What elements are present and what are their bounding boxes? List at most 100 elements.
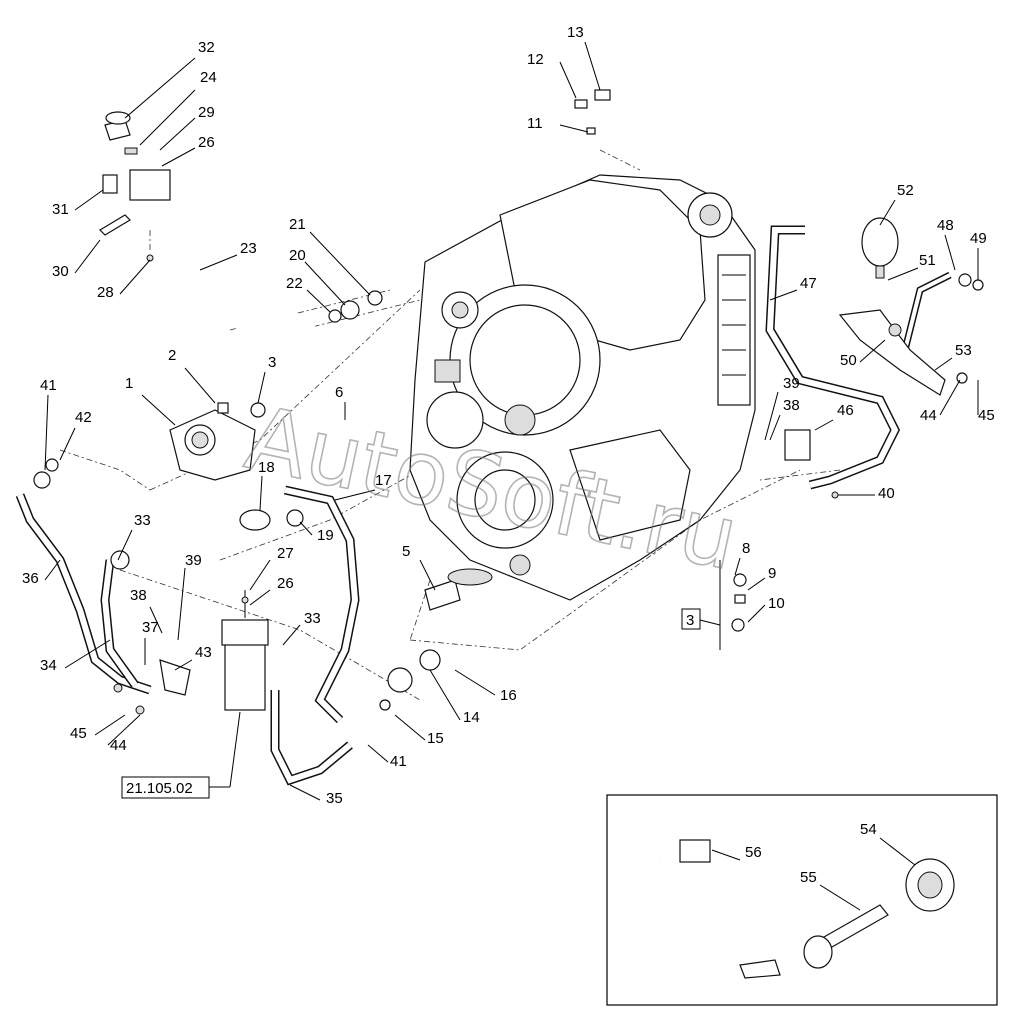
callout-c47: 47 [800, 275, 817, 292]
callout-c39b: 39 [783, 375, 800, 392]
leader-line-c23 [199, 254, 238, 271]
leader-line-c51 [887, 267, 919, 281]
callout-c50: 50 [840, 352, 857, 369]
callout-c35: 35 [326, 790, 343, 807]
callout-c14: 14 [463, 709, 480, 726]
leader-line-c54 [879, 837, 916, 866]
leader-line-c35 [289, 784, 321, 801]
pump-assembly [169, 402, 266, 481]
leader-line-c22 [306, 289, 331, 313]
callout-c18: 18 [258, 459, 275, 476]
leader-line-c44b [939, 379, 961, 416]
callout-c38a: 38 [130, 587, 147, 604]
leader-line-c41a [44, 394, 49, 471]
leader-line-c43 [174, 659, 193, 671]
dipstick-assembly [99, 111, 171, 262]
leader-line-c45a [94, 714, 126, 736]
leader-line-c18 [259, 475, 263, 511]
callout-c39a: 39 [185, 552, 202, 569]
leader-line-c13 [584, 41, 601, 91]
reference-box-label: 21.105.02 [126, 780, 193, 797]
transmission-housing [409, 174, 756, 601]
callout-c28: 28 [97, 284, 114, 301]
oil-filter [221, 590, 269, 711]
leader-line-c2 [184, 367, 216, 404]
callout-c26a: 26 [198, 134, 215, 151]
callout-c12: 12 [527, 51, 544, 68]
callout-c10: 10 [768, 595, 785, 612]
leader-line-c44a [107, 714, 141, 746]
callout-c55: 55 [800, 869, 817, 886]
leader-line-c19 [299, 521, 313, 536]
leader-line-c30 [74, 239, 101, 274]
leader-line-c15 [394, 714, 426, 741]
callout-c34: 34 [40, 657, 57, 674]
callout-c53: 53 [955, 342, 972, 359]
leader-line-c3 [257, 371, 266, 404]
callout-c19: 19 [317, 527, 334, 544]
callout-c54: 54 [860, 821, 877, 838]
leader-line-c20 [304, 261, 346, 306]
callout-c2: 2 [168, 347, 176, 364]
leader-line-c28 [119, 259, 151, 295]
leader-line-c52 [879, 199, 896, 226]
leader-line-c48 [944, 234, 956, 271]
callout-c27: 27 [277, 545, 294, 562]
leader-line-c9 [747, 577, 766, 591]
leader-line-c16 [454, 669, 496, 696]
callout-c33b: 33 [304, 610, 321, 627]
accumulator [838, 217, 946, 396]
leader-line-c14 [429, 669, 461, 721]
leader-line-c39a [177, 567, 186, 641]
leader-line-c33a [117, 529, 133, 561]
callout-c31: 31 [52, 201, 69, 218]
callout-c43: 43 [195, 644, 212, 661]
callout-c45b: 45 [978, 407, 995, 424]
callout-c16: 16 [500, 687, 517, 704]
callout-c23: 23 [240, 240, 257, 257]
leader-line-c21 [309, 231, 371, 296]
callout-c21: 21 [289, 216, 306, 233]
callout-c30: 30 [52, 263, 69, 280]
callout-c41a: 41 [40, 377, 57, 394]
leader-line-c32 [124, 57, 196, 119]
callout-c41b: 41 [390, 753, 407, 770]
callout-c29: 29 [198, 104, 215, 121]
callout-7-group: 3 [681, 560, 721, 650]
callout-c24: 24 [200, 69, 217, 86]
leader-line-c24 [139, 89, 196, 146]
leader-line-c36 [44, 559, 61, 581]
callout-c33a: 33 [134, 512, 151, 529]
callout-c36: 36 [22, 570, 39, 587]
leader-line-c8 [734, 557, 741, 576]
callout-c26b: 26 [277, 575, 294, 592]
callout-7: 3 [686, 612, 694, 629]
callout-c45a: 45 [70, 725, 87, 742]
callout-c13: 13 [567, 24, 584, 41]
inset-panel [606, 794, 998, 1006]
callout-c11: 11 [527, 115, 543, 132]
callout-c15: 15 [427, 730, 444, 747]
leader-line-c34 [64, 639, 111, 669]
leader-line-c31 [74, 189, 104, 211]
leader-line-c12 [559, 61, 577, 99]
leader-line-c26b [249, 589, 271, 606]
callout-c44b: 44 [920, 407, 937, 424]
leader-line-c47 [769, 289, 798, 301]
callout-c8: 8 [742, 540, 750, 557]
leader-line-c10 [747, 604, 766, 623]
callout-c3: 3 [268, 354, 276, 371]
leader-line-c33b [282, 624, 301, 646]
callout-c9: 9 [768, 565, 776, 582]
reference-box: 21.105.02 [121, 711, 241, 799]
callout-c6: 6 [335, 384, 343, 401]
callout-c20: 20 [289, 247, 306, 264]
leader-line-c53 [934, 357, 953, 371]
callout-c46: 46 [837, 402, 854, 419]
leader-line-c55 [819, 884, 861, 911]
callout-c44a: 44 [110, 737, 127, 754]
callout-c22: 22 [286, 275, 303, 292]
callout-c48: 48 [937, 217, 954, 234]
